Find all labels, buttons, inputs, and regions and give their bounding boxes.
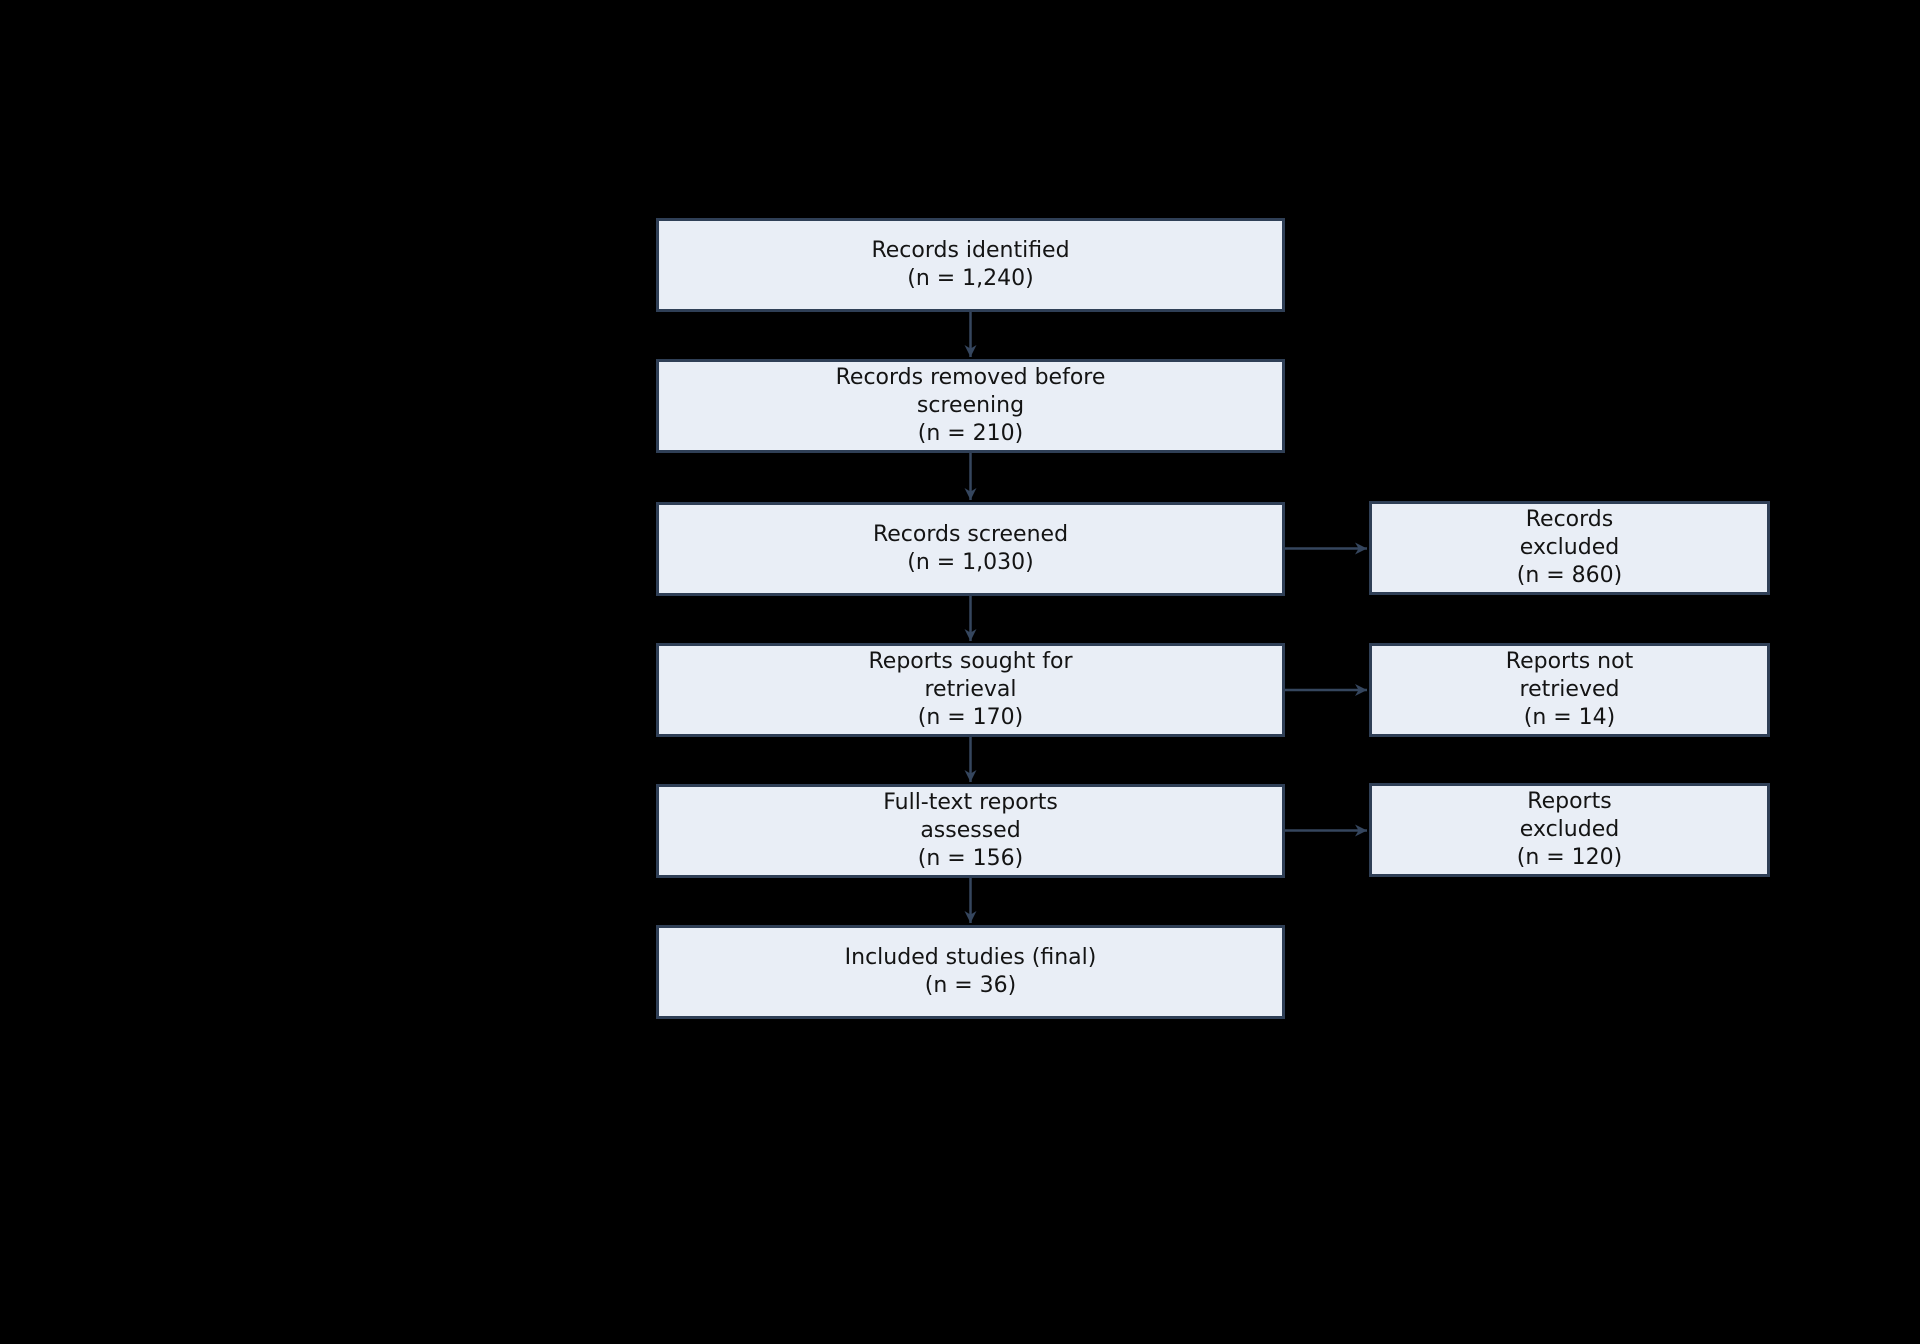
node-reports-sought-label: Reports sought for retrieval (n = 170) bbox=[868, 649, 1073, 730]
node-reports-sought-for-retrieval: Reports sought for retrieval (n = 170) bbox=[656, 643, 1285, 737]
node-full-text-reports-assessed: Full-text reports assessed (n = 156) bbox=[656, 784, 1285, 878]
node-reports-not-retrieved: Reports not retrieved (n = 14) bbox=[1369, 643, 1770, 737]
node-records-excluded: Records excluded (n = 860) bbox=[1369, 501, 1770, 595]
node-reports-excluded-label: Reports excluded (n = 120) bbox=[1516, 789, 1623, 870]
node-records-identified: Records identified (n = 1,240) bbox=[656, 218, 1285, 312]
node-records-removed-before-screening: Records removed before screening (n = 21… bbox=[656, 359, 1285, 453]
node-reports-not-retrieved-label: Reports not retrieved (n = 14) bbox=[1505, 649, 1634, 730]
node-records-identified-label: Records identified (n = 1,240) bbox=[871, 238, 1070, 291]
node-included-studies-final: Included studies (final) (n = 36) bbox=[656, 925, 1285, 1019]
node-records-removed-label: Records removed before screening (n = 21… bbox=[835, 365, 1106, 446]
node-included-studies-label: Included studies (final) (n = 36) bbox=[844, 945, 1097, 998]
node-full-text-assessed-label: Full-text reports assessed (n = 156) bbox=[883, 790, 1058, 871]
node-reports-excluded: Reports excluded (n = 120) bbox=[1369, 783, 1770, 877]
node-records-screened: Records screened (n = 1,030) bbox=[656, 502, 1285, 596]
node-records-excluded-label: Records excluded (n = 860) bbox=[1516, 507, 1623, 588]
node-records-screened-label: Records screened (n = 1,030) bbox=[872, 522, 1069, 575]
